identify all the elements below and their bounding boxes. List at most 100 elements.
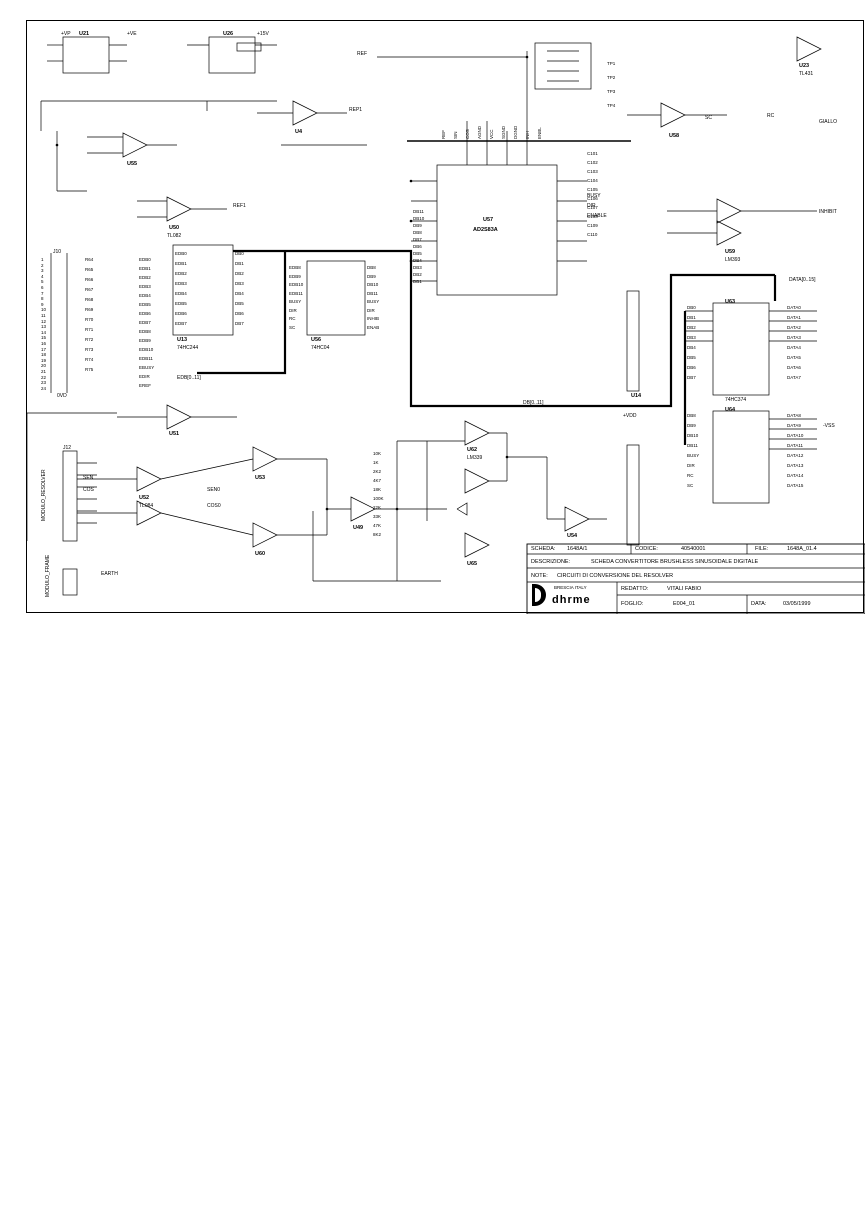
j10-pin-number: 13 [41,324,47,330]
u57-top-pin: COS [465,129,470,139]
j10-pin-number: 16 [41,341,47,346]
u57-data-pin: DB2 [413,272,422,277]
tb-note-label: NOTE: [531,573,548,579]
resistor-label: R75 [85,367,94,372]
j10-pin-number: 1 [41,257,44,262]
label-u26: U26 [223,31,234,37]
j10-pin-number: 18 [41,352,47,358]
u57-top-pin: ENBL [537,127,542,139]
label-u63: U63 [725,299,736,305]
u63-input-pin: DB2 [687,325,696,330]
u57-data-pin: DB6 [413,244,422,249]
tb-codice-value: 40540001 [681,546,706,552]
j10-pin-number: 5 [41,279,44,285]
u56-output-pin: DB9 [367,273,376,279]
tb-data-label: DATA: [751,601,767,607]
test-point-label: TP4 [607,103,616,108]
resistor-value: 47K [373,523,382,528]
resistor-label: R64 [85,257,94,262]
u57-data-pin: DB7 [413,237,422,242]
net-ref-in: REF [357,51,367,57]
net-sen0: SEN0 [207,487,221,493]
u64-input-pin: SC [687,483,694,488]
j10-pin-number: 8 [41,296,44,302]
pn-hc04: 74HC04 [311,345,330,351]
j10-pin-number: 11 [41,313,46,318]
u64-output-pin: DATA15 [787,483,804,488]
resistor-label: R68 [85,297,94,302]
u13-output-pin: DB4 [235,291,244,296]
u57-data-pin: DB9 [413,223,422,228]
company-logo: BRESCIA ITALY dhrme [532,584,612,610]
label-u51: U51 [169,431,180,437]
j10-pin-number: 20 [41,363,47,369]
u56-output-pin: BUSY [367,299,380,304]
capacitor-label: C105 [587,187,598,192]
tb-scheda-label: SCHEDA: [531,546,556,552]
u13-input-pin: EDB5 [175,301,187,306]
u13-input-pin: EDB6 [175,311,187,316]
label-u4: U4 [295,129,303,135]
label-u54: U54 [567,533,578,539]
capacitor-label: C103 [587,169,598,174]
edb-net-label: EDB3 [139,284,151,289]
edb-net-label: EDB10 [139,347,154,352]
resistor-label: R69 [85,307,94,312]
net-ref: REP1 [349,107,363,113]
u56-input-pin: DIR [289,307,297,313]
u57-top-pin: VCC [489,129,494,139]
u57-top-pin: REF [441,130,446,139]
label-u52: U52 [139,495,150,501]
u57-top-pin: SGND [501,125,506,139]
capacitor-label: C108 [587,214,598,219]
u63-output-pin: DATA0 [787,305,801,310]
u56-output-pin: DB11 [367,290,378,296]
schematic-drawing [27,36,865,614]
tb-redatto-label: REDATTO: [621,586,649,592]
resistor-value: 4K7 [373,478,382,483]
test-point-label: TP3 [607,89,616,94]
u56-input-pin: EDB8 [289,265,301,270]
net-rc: RC [767,113,775,119]
tb-foglio-label: FOGLIO: [621,601,644,607]
net-cos0: COS0 [207,503,221,509]
label-u64: U64 [725,407,736,413]
tb-descrizione-label: DESCRIZIONE: [531,559,571,565]
capacitor-label: C109 [587,223,598,228]
u64-input-pin: DB9 [687,423,696,428]
u63-input-pin: DB5 [687,355,696,360]
label-modulo-frame: MODULO_FRAME [45,554,51,597]
u13-input-pin: EDB2 [175,271,187,276]
logo-d-icon [532,584,546,606]
u57-data-pin: DB10 [413,216,425,221]
u13-output-pin: DB7 [235,321,244,326]
j10-pin-number: 2 [41,262,44,268]
resistor-value: 8K2 [373,532,382,537]
j10-pin-number: 19 [41,357,47,363]
u64-input-pin: DB11 [687,443,698,448]
u64-input-pin: BUSY [687,453,700,458]
edb-net-label: EDIR [139,374,150,379]
schematic-sheet: U21 U26 U55 U50 U4 U13 U56 U57 AD2S83A U… [26,20,865,614]
edb-net-label: EDB1 [139,266,151,271]
resistor-label: R67 [85,287,94,292]
u56-output-pin: DB10 [367,282,379,287]
u64-input-pin: DB8 [687,413,696,418]
u63-output-pin: DATA2 [787,325,801,330]
net-dir: DIR [587,203,596,209]
net-earth: EARTH [101,571,118,577]
j10-pin-number: 14 [41,329,47,335]
u63-output-pin: DATA6 [787,365,801,370]
u64-output-pin: DATA9 [787,423,801,428]
u63-input-pin: DB3 [687,335,696,340]
resistor-value: 1K [373,460,379,465]
u56-input-pin: EDB9 [289,273,301,279]
logo-wordmark: dhrme [552,594,591,606]
u13-input-pin: EDB3 [175,281,187,286]
label-u56: U56 [311,337,322,343]
edb-net-label: EREF [139,383,152,388]
u64-output-pin: DATA8 [787,413,801,418]
u57-top-pin: SIN [453,131,458,139]
u13-output-pin: DB1 [235,261,244,266]
pn-tl082: TL082 [167,233,182,239]
